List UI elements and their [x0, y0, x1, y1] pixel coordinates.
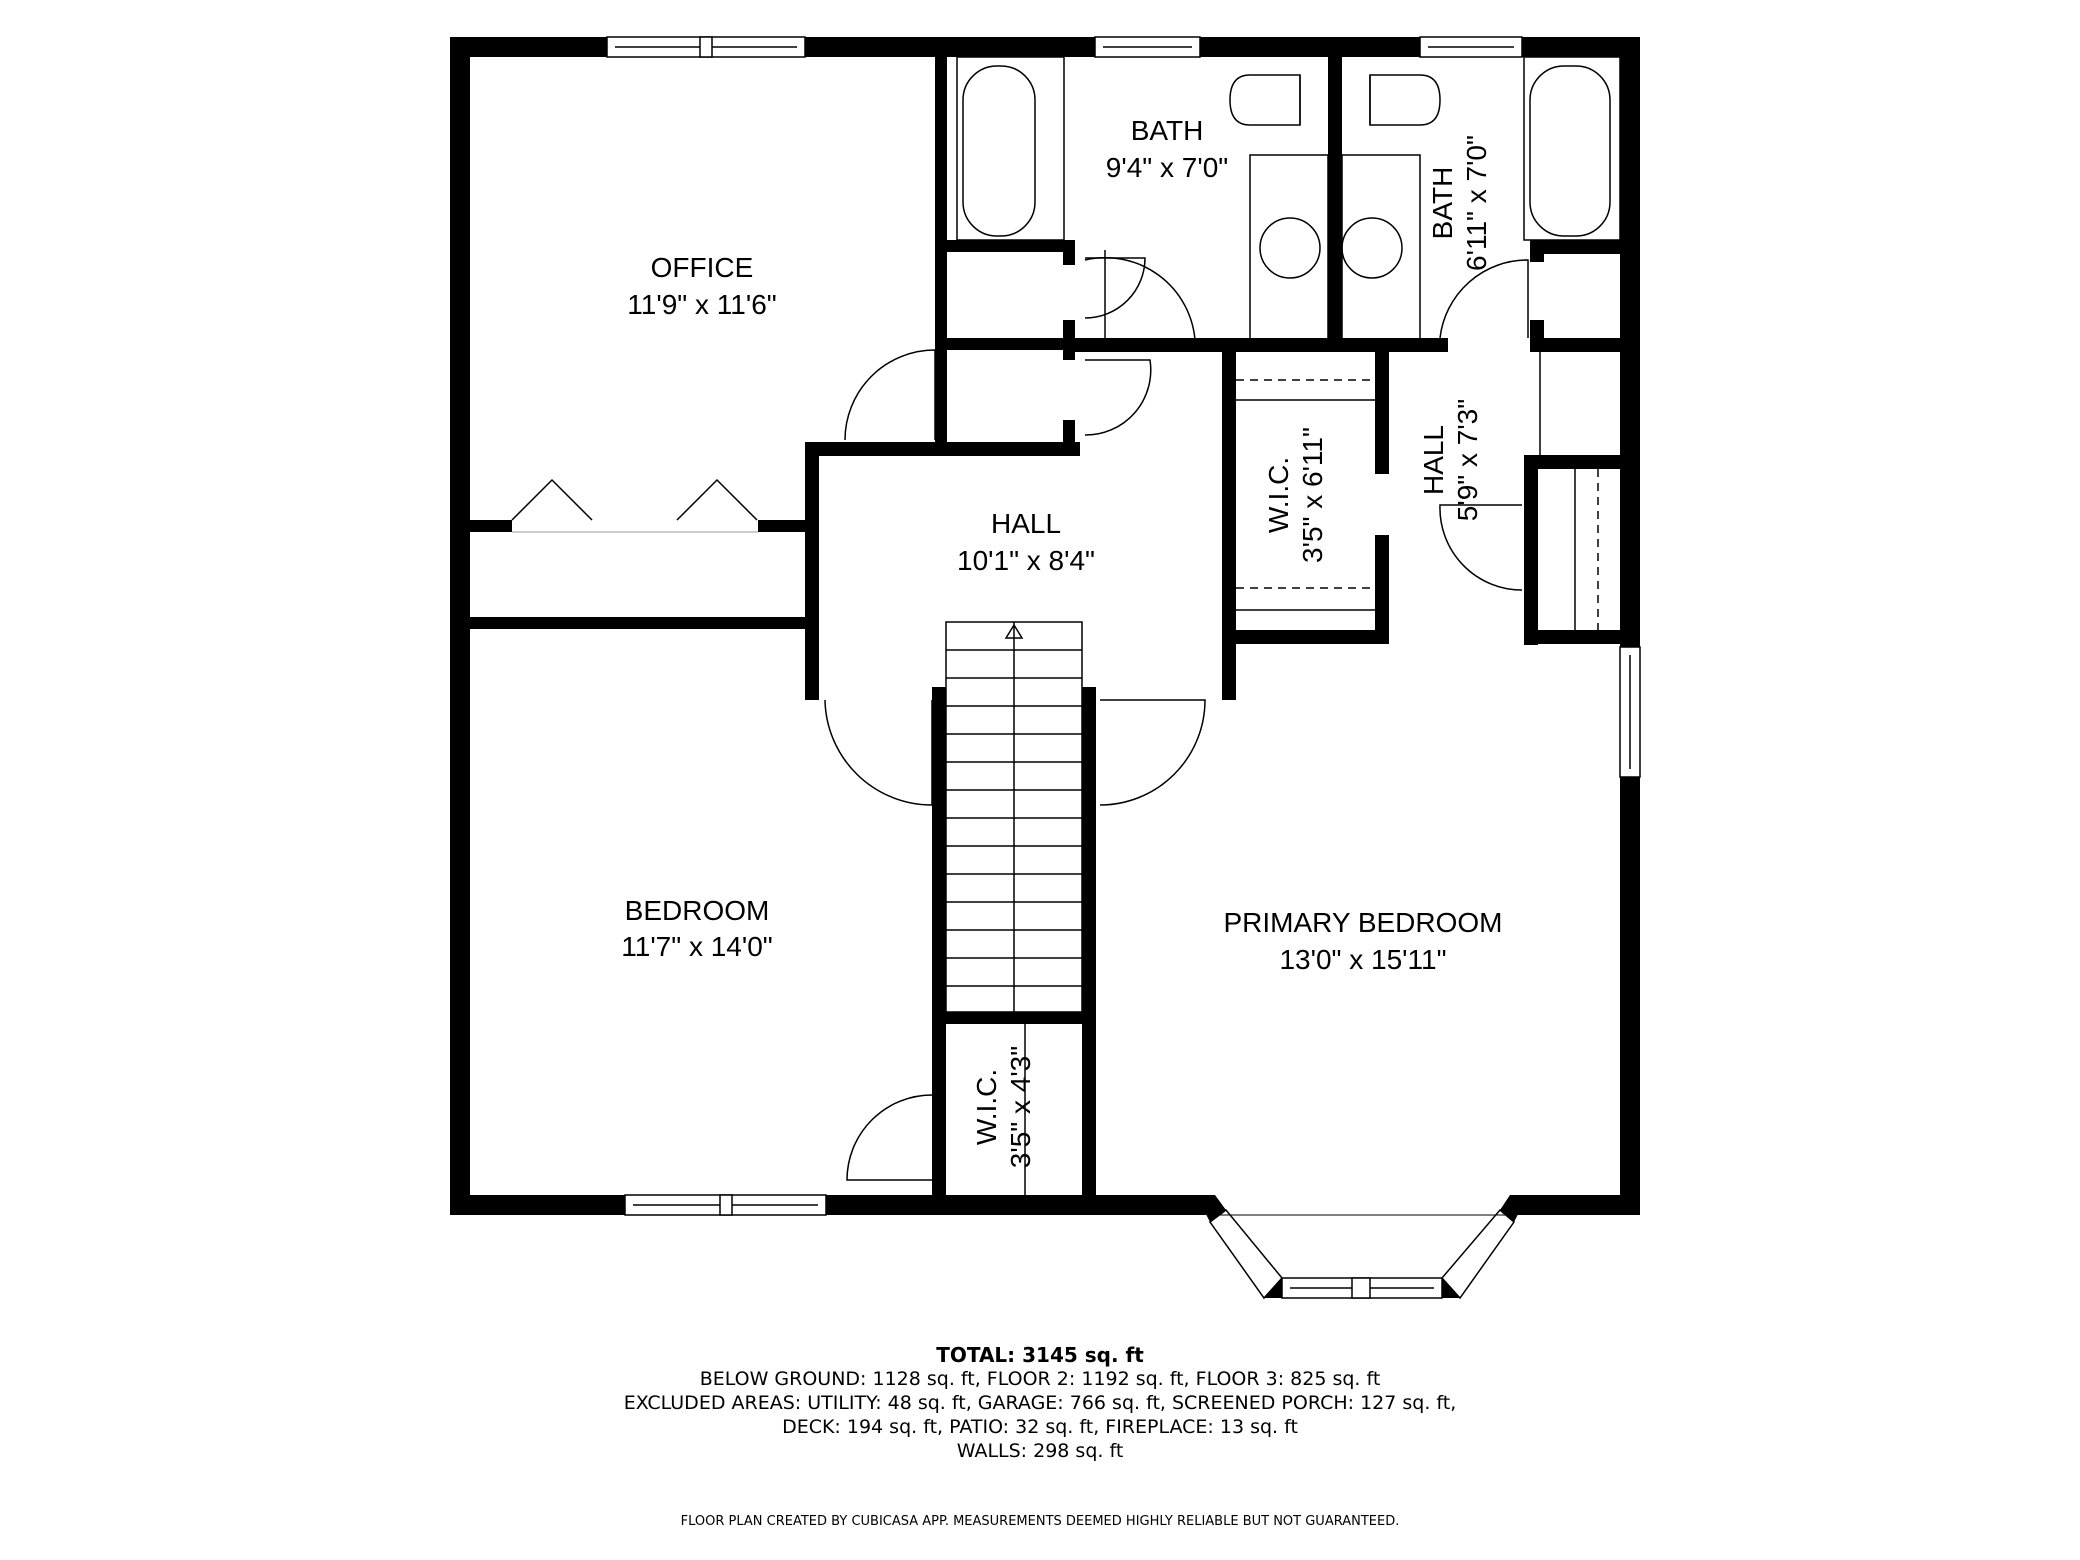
- excluded-areas-1: EXCLUDED AREAS: UTILITY: 48 sq. ft, GARA…: [623, 1392, 1457, 1414]
- walls: [450, 37, 1640, 1298]
- fixtures: [511, 56, 1621, 1195]
- door-swing: [1084, 257, 1146, 319]
- door-swing: [1084, 250, 1196, 341]
- room-dimensions: 3'5" x 6'11": [1297, 427, 1328, 563]
- room-dimensions: 13'0" x 15'11": [1279, 944, 1446, 975]
- bathtub-icon: [956, 56, 1065, 241]
- toilet-icon: [1369, 74, 1441, 126]
- room-dimensions: 6'11" x 7'0": [1461, 135, 1492, 271]
- room-label-hall-main: HALL 10'1" x 8'4": [957, 508, 1095, 576]
- vanity-icon: [1341, 154, 1421, 341]
- excluded-areas-2: DECK: 194 sq. ft, PATIO: 32 sq. ft, FIRE…: [782, 1416, 1298, 1438]
- door-swing: [1439, 504, 1523, 591]
- room-name: W.I.C.: [971, 1069, 1002, 1145]
- total-area: TOTAL: 3145 sq. ft: [936, 1343, 1144, 1367]
- room-label-office: OFFICE 11'9" x 11'6": [627, 252, 776, 320]
- door-swing: [844, 349, 936, 441]
- door-swing: [846, 1094, 933, 1181]
- room-name: BATH: [1427, 167, 1458, 240]
- room-dimensions: 11'7" x 14'0": [621, 931, 772, 962]
- room-label-wic-2: W.I.C.3'5" x 4'3": [971, 1046, 1036, 1168]
- room-name: BEDROOM: [625, 895, 770, 926]
- bathtub-icon: [1523, 56, 1621, 241]
- windows: [606, 36, 1641, 1300]
- walls-area: WALLS: 298 sq. ft: [956, 1440, 1124, 1462]
- floor-areas: BELOW GROUND: 1128 sq. ft, FLOOR 2: 1192…: [699, 1368, 1381, 1390]
- door-swing: [1084, 359, 1152, 436]
- door-swing: [1439, 259, 1529, 339]
- room-dimensions: 11'9" x 11'6": [627, 289, 776, 320]
- room-name: OFFICE: [651, 252, 754, 283]
- room-dimensions: 9'4" x 7'0": [1106, 152, 1228, 183]
- room-dimensions: 10'1" x 8'4": [957, 545, 1095, 576]
- stair-treads: [946, 649, 1082, 987]
- room-name: HALL: [991, 508, 1061, 539]
- room-dimensions: 5'9" x 7'3": [1452, 399, 1483, 521]
- area-summary: TOTAL: 3145 sq. ft BELOW GROUND: 1128 sq…: [0, 1343, 2080, 1463]
- room-dimensions: 3'5" x 4'3": [1005, 1046, 1036, 1168]
- vanity-icon: [1249, 154, 1329, 341]
- room-label-bath-1: BATH 9'4" x 7'0": [1106, 115, 1228, 183]
- door-swing: [824, 699, 933, 806]
- door-swing: [1099, 699, 1206, 806]
- room-label-bedroom: BEDROOM 11'7" x 14'0": [621, 895, 772, 962]
- room-name: W.I.C.: [1263, 457, 1294, 533]
- room-name: PRIMARY BEDROOM: [1223, 907, 1502, 938]
- room-label-primary-bedroom: PRIMARY BEDROOM 13'0" x 15'11": [1223, 907, 1502, 975]
- room-name: HALL: [1418, 425, 1449, 495]
- room-name: BATH: [1131, 115, 1204, 146]
- disclaimer: FLOOR PLAN CREATED BY CUBICASA APP. MEAS…: [680, 1514, 1400, 1529]
- room-label-wic-1: W.I.C.3'5" x 6'11": [1263, 427, 1328, 563]
- bifold-door: [511, 478, 758, 521]
- toilet-icon: [1229, 74, 1301, 126]
